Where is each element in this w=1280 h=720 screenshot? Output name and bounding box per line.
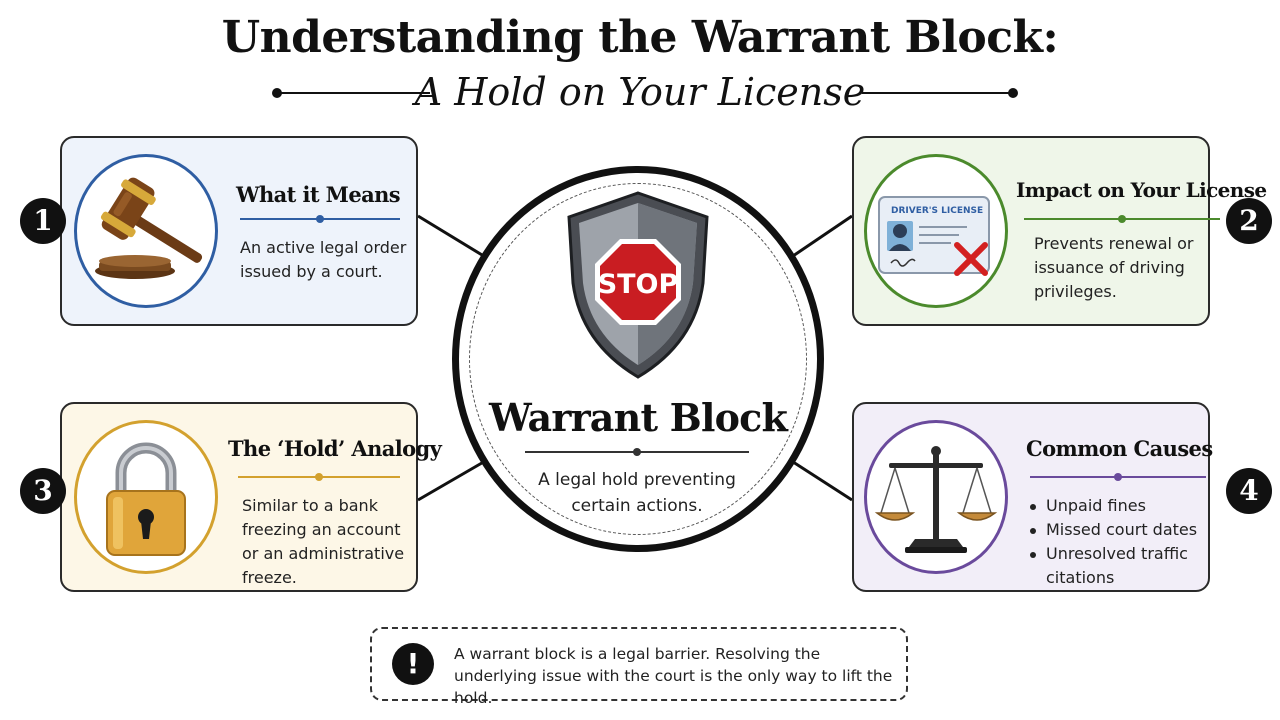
- card-impact-on-license: DRIVER'S LICENSE Impact on Your License …: [852, 136, 1267, 326]
- list-item: Unpaid fines: [1028, 494, 1208, 518]
- step-number-4: 4: [1226, 468, 1272, 514]
- connector-1: [417, 214, 488, 260]
- card-what-it-means: What it Means An active legal order issu…: [60, 136, 418, 326]
- card-common-causes: Common Causes Unpaid fines Missed court …: [852, 402, 1213, 592]
- card-hold-analogy: The ‘Hold’ Analogy Similar to a bank fre…: [60, 402, 442, 592]
- list-item: Unresolved traffic citations: [1028, 542, 1208, 590]
- subtitle-left-dot: [272, 88, 282, 98]
- padlock-icon: [74, 420, 218, 574]
- card-title: What it Means: [236, 182, 401, 207]
- center-description: A legal hold preventing certain actions.: [538, 470, 736, 516]
- license-label: DRIVER'S LICENSE: [891, 206, 983, 216]
- card-title: Impact on Your License: [1016, 178, 1267, 202]
- subtitle-row: A Hold on Your License: [0, 70, 1280, 116]
- step-number-3: 3: [20, 468, 66, 514]
- shield-stop-icon: STOP: [567, 191, 709, 379]
- scales-of-justice-icon: [864, 420, 1008, 574]
- exclamation-icon: !: [392, 643, 434, 685]
- connector-2: [789, 214, 853, 260]
- card-body: Unpaid fines Missed court dates Unresolv…: [1028, 494, 1208, 590]
- connector-4: [789, 458, 853, 502]
- gavel-icon: [74, 154, 218, 308]
- note-text: A warrant block is a legal barrier. Reso…: [454, 645, 893, 707]
- subtitle-left-line: [278, 92, 430, 94]
- card-divider: [1024, 215, 1220, 223]
- center-dashed-ring: [469, 183, 807, 535]
- subtitle-right-dot: [1008, 88, 1018, 98]
- page-subtitle: A Hold on Your License: [414, 70, 866, 114]
- card-title: Common Causes: [1026, 436, 1213, 461]
- card-title: The ‘Hold’ Analogy: [228, 436, 442, 461]
- drivers-license-icon: DRIVER'S LICENSE: [864, 154, 1008, 308]
- center-warrant-block: STOP Warrant Block A legal hold preventi…: [452, 166, 824, 552]
- card-body: Prevents renewal or issuance of driving …: [1034, 234, 1194, 301]
- card-divider: [1030, 473, 1206, 481]
- card-divider: [238, 473, 400, 481]
- center-title: Warrant Block: [488, 395, 788, 440]
- stop-sign-text: STOP: [598, 269, 679, 300]
- connector-3: [417, 458, 488, 502]
- page-title: Understanding the Warrant Block:: [221, 12, 1059, 63]
- list-item: Missed court dates: [1028, 518, 1208, 542]
- step-number-1: 1: [20, 198, 66, 244]
- center-divider: [525, 448, 749, 456]
- card-divider: [240, 215, 400, 223]
- card-body: Similar to a bank freezing an account or…: [242, 496, 405, 587]
- card-body: An active legal order issued by a court.: [240, 238, 407, 281]
- causes-list: Unpaid fines Missed court dates Unresolv…: [1028, 494, 1208, 590]
- warning-note: ! A warrant block is a legal barrier. Re…: [370, 627, 908, 707]
- subtitle-right-line: [862, 92, 1012, 94]
- step-number-2: 2: [1226, 198, 1272, 244]
